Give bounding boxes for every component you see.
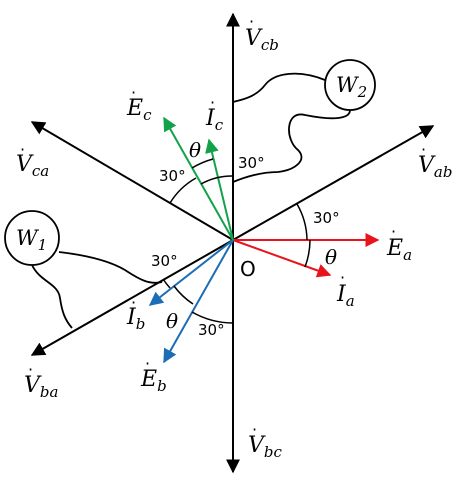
label-eb: · Eb [140, 354, 167, 395]
arc-ea-ia [304, 239, 311, 268]
label-ea: · Ea [386, 222, 412, 264]
vca-axis [30, 121, 234, 241]
ec-arrow [163, 116, 234, 241]
svg-text:Ic: Ic [205, 106, 224, 134]
svg-text:Vcb: Vcb [245, 26, 279, 54]
label-ia: · Ia [336, 268, 355, 310]
svg-text:Ec: Ec [126, 96, 152, 124]
eb-arrow [163, 239, 234, 364]
vab-axis [232, 125, 435, 241]
arc-ca-ec [169, 177, 197, 204]
svg-text:·: · [131, 293, 136, 312]
ib-arrow [148, 239, 234, 306]
svg-text:Vba: Vba [24, 373, 58, 401]
svg-text:Vbc: Vbc [248, 433, 282, 461]
svg-text:·: · [421, 140, 426, 159]
svg-text:·: · [28, 360, 33, 379]
ia-arrow [232, 239, 332, 278]
svg-text:·: · [131, 83, 136, 102]
arc-ba-ib [162, 278, 171, 289]
label-ic: · Ic [205, 93, 224, 134]
ic-arrow [205, 138, 234, 241]
angle-30-eb-bc: 30° [198, 321, 225, 339]
label-vcb: · Vcb [245, 12, 279, 54]
angle-30-ca-ec: 30° [159, 167, 186, 185]
w2-lead-lower [232, 109, 351, 183]
svg-text:·: · [340, 268, 345, 287]
angle-30-cb-ec: 30° [238, 154, 265, 172]
label-vbc: · Vbc [248, 420, 282, 461]
svg-text:Vca: Vca [16, 152, 49, 180]
label-vca: · Vca [16, 140, 49, 180]
svg-text:·: · [391, 222, 396, 241]
svg-text:Ib: Ib [126, 305, 145, 333]
angle-theta-c: θ [189, 138, 201, 162]
label-ib: · Ib [126, 293, 145, 333]
label-ec: · Ec [126, 83, 152, 124]
arc-eb-bc [191, 311, 234, 324]
label-w1: W1 [16, 226, 47, 254]
arc-ab-ea [296, 203, 308, 241]
angle-theta-b: θ [166, 309, 178, 333]
svg-text:·: · [20, 140, 25, 159]
w1-lead-upper [58, 251, 163, 284]
svg-text:·: · [210, 93, 215, 112]
label-vba: · Vba [24, 360, 58, 401]
arc-ec-ic [191, 158, 214, 169]
w2-lead-upper [232, 72, 326, 103]
svg-text:Ea: Ea [386, 236, 412, 264]
angle-theta-a: θ [325, 245, 337, 269]
svg-text:Ia: Ia [336, 282, 355, 310]
label-vab: · Vab [418, 140, 452, 181]
svg-text:Eb: Eb [140, 367, 167, 395]
angle-30-ba-ib: 30° [151, 252, 178, 270]
angle-30-ab-ea: 30° [313, 209, 340, 227]
vba-axis [30, 239, 234, 356]
arc-cb-ec [200, 175, 234, 185]
svg-text:Vab: Vab [418, 153, 452, 181]
label-w2: W2 [336, 73, 367, 101]
wattmeter-w1 [4, 210, 60, 266]
arc-ib-eb [173, 285, 194, 305]
origin-label: O [240, 257, 256, 281]
svg-text:·: · [252, 420, 257, 439]
svg-text:·: · [249, 12, 254, 31]
svg-text:·: · [145, 354, 150, 373]
w1-lead-lower [31, 264, 73, 329]
